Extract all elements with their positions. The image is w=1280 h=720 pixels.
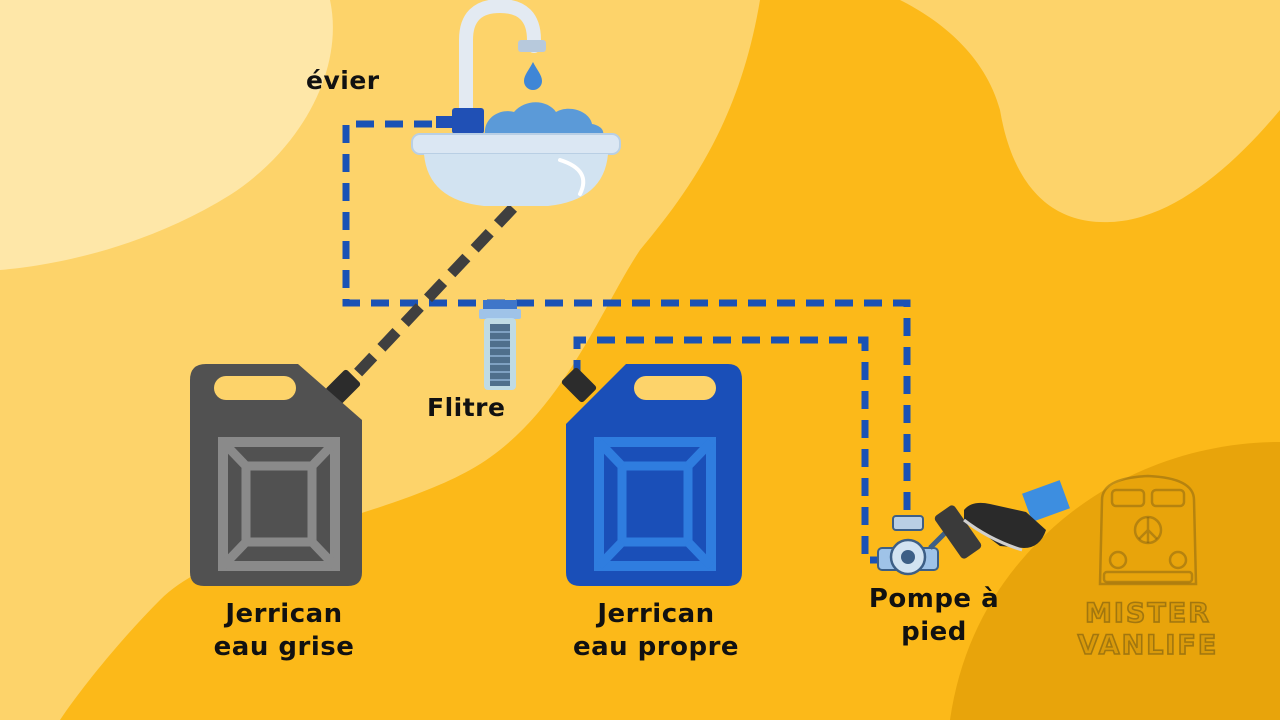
brand-line2: VANLIFE bbox=[1077, 629, 1219, 662]
faucet-valve-icon bbox=[452, 108, 484, 134]
clean-jerrican-icon bbox=[561, 364, 742, 586]
grey-water-pipe bbox=[348, 204, 518, 382]
pump-label: Pompe à pied bbox=[858, 583, 1010, 649]
soap-foam bbox=[484, 102, 604, 138]
grey-tank-label: Jerrican eau grise bbox=[196, 598, 372, 664]
water-drop-icon bbox=[524, 62, 542, 90]
grey-jerrican-icon bbox=[190, 364, 362, 586]
pump-label-line1: Pompe à bbox=[868, 584, 1000, 614]
brand-watermark: MISTER VANLIFE bbox=[1060, 597, 1236, 662]
sink-to-pump-pipe bbox=[342, 120, 911, 520]
faucet-icon bbox=[459, 0, 541, 147]
foot-pump-icon bbox=[877, 505, 982, 576]
grey-tank-label-line1: Jerrican bbox=[225, 599, 343, 629]
filter-icon bbox=[479, 300, 521, 390]
sink-icon bbox=[411, 0, 621, 206]
sink-label: évier bbox=[306, 66, 380, 95]
filter-label: Flitre bbox=[427, 393, 506, 422]
shoe-icon bbox=[963, 480, 1070, 552]
clean-tank-label: Jerrican eau propre bbox=[558, 598, 754, 664]
clean-tank-label-line1: Jerrican bbox=[597, 599, 715, 629]
van-logo-icon bbox=[1098, 474, 1198, 586]
pump-to-tank-pipe bbox=[573, 336, 896, 564]
clean-tank-label-line2: eau propre bbox=[572, 632, 740, 662]
grey-tank-label-line2: eau grise bbox=[213, 632, 355, 662]
pump-label-line2: pied bbox=[901, 617, 967, 647]
clean-water-pipe bbox=[342, 120, 911, 564]
brand-line1: MISTER bbox=[1084, 597, 1211, 630]
